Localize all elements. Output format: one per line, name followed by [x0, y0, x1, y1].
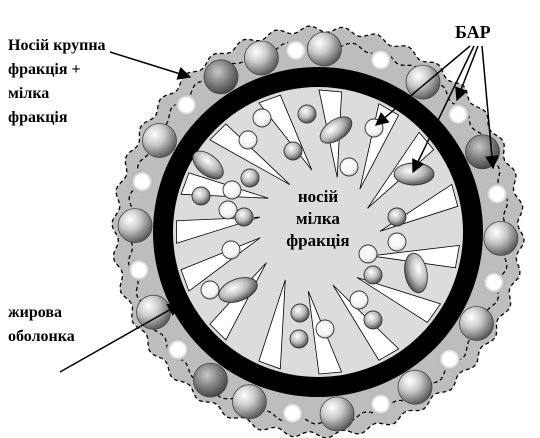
inner-particle — [350, 291, 368, 309]
inner-particle — [394, 163, 434, 185]
outer-particle — [175, 94, 197, 116]
outer-particle — [131, 171, 153, 193]
inner-particle — [298, 105, 316, 123]
inner-particle — [253, 109, 271, 127]
inner-particle — [284, 142, 302, 160]
inner-particle — [364, 311, 382, 329]
outer-particle — [118, 209, 152, 243]
inner-particle — [340, 158, 358, 176]
inner-particle — [235, 208, 253, 226]
core-label-line3: фракція — [286, 231, 349, 250]
carrier-label-line3: мілка — [8, 85, 49, 102]
outer-particle — [244, 41, 278, 75]
outer-particle — [439, 348, 461, 370]
carrier-label-line2: фракція + — [8, 61, 81, 78]
outer-particle — [167, 339, 189, 361]
outer-particle — [447, 103, 469, 125]
inner-particle — [364, 266, 382, 284]
inner-particle — [239, 131, 257, 149]
inner-particle — [192, 187, 210, 205]
outer-particle — [460, 307, 494, 341]
inner-particle — [241, 169, 259, 187]
outer-particle — [282, 402, 304, 424]
fat-label-line1: жирова — [8, 304, 62, 321]
fat-label-line2: оболонка — [8, 328, 75, 345]
inner-particle — [222, 241, 240, 259]
carrier-label-line4: фракція — [8, 109, 68, 126]
inner-particle — [359, 245, 377, 263]
outer-particle — [320, 397, 354, 431]
core-label-line2: мілка — [296, 209, 340, 228]
outer-particle — [370, 49, 392, 71]
carrier-arrow — [110, 52, 190, 77]
inner-particle — [291, 304, 309, 322]
inner-particle — [388, 233, 406, 251]
outer-particle — [483, 271, 505, 293]
inner-particle — [388, 208, 406, 226]
inner-particle — [223, 181, 241, 199]
outer-particle — [486, 183, 508, 205]
outer-particle — [406, 65, 440, 99]
outer-particle — [285, 39, 307, 61]
bar-label: БАР — [455, 22, 491, 42]
outer-particle — [232, 385, 266, 419]
outer-particle — [484, 221, 518, 255]
inner-particle — [219, 201, 237, 219]
outer-particle — [398, 370, 432, 404]
outer-particle — [128, 259, 150, 281]
core-label-line1: носій — [298, 187, 339, 206]
outer-particle — [370, 393, 392, 415]
outer-particle — [307, 32, 341, 66]
outer-particle — [143, 124, 177, 158]
inner-particle — [316, 320, 334, 338]
outer-particle — [204, 60, 238, 94]
carrier-label-line1: Носій крупна — [8, 37, 106, 54]
inner-particle — [201, 281, 219, 299]
outer-particle — [466, 135, 500, 169]
inner-particle — [290, 330, 308, 348]
outer-particle — [193, 363, 227, 397]
